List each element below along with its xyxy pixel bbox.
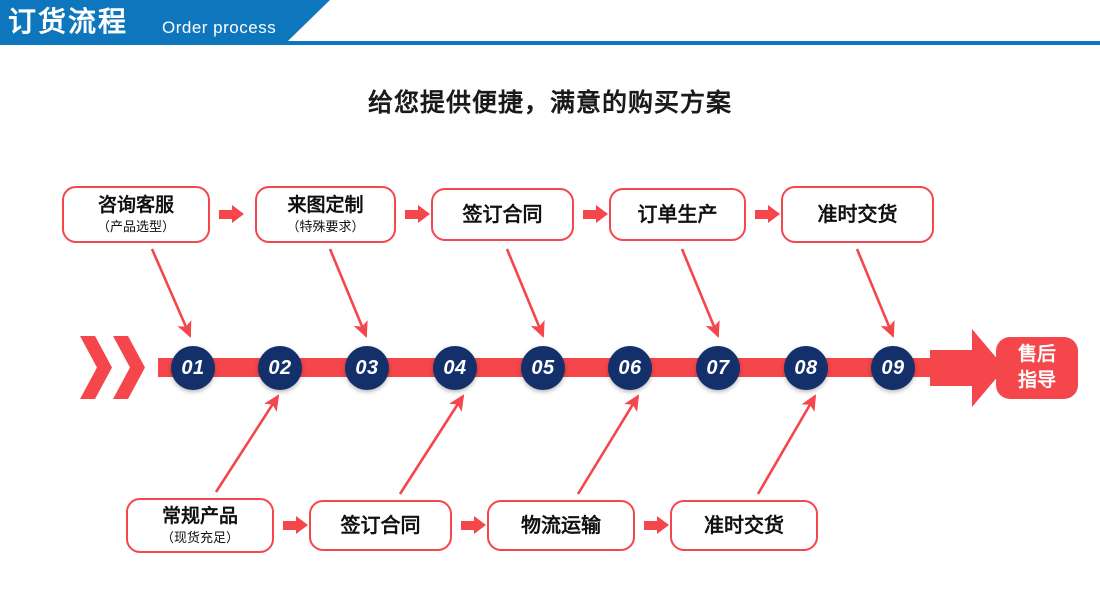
arrow-bottom4-to-node08-icon xyxy=(756,394,817,495)
bottom-step-2[interactable]: 签订合同 xyxy=(309,500,452,551)
bottom-step-3[interactable]: 物流运输 xyxy=(487,500,635,551)
after-sales-badge[interactable]: 售后 指导 xyxy=(996,337,1078,399)
bottom-step-4[interactable]: 准时交货 xyxy=(670,500,818,551)
timeline-end-arrow-icon xyxy=(930,329,1005,407)
header-title-en: Order process xyxy=(162,18,277,37)
bottom-connector-arrow-2-icon xyxy=(461,516,486,534)
header-banner-shape xyxy=(0,0,330,45)
top-connector-arrow-1-icon xyxy=(219,205,244,223)
arrow-top5-to-node09-icon xyxy=(855,248,895,338)
top-step-3[interactable]: 签订合同 xyxy=(431,188,574,241)
top-step-3-line1: 签订合同 xyxy=(462,203,543,226)
top-connector-arrow-2-icon xyxy=(405,205,430,223)
page-subtitle: 给您提供便捷，满意的购买方案 xyxy=(367,89,732,117)
top-step-2-line1: 来图定制 xyxy=(287,194,364,216)
top-step-1-line2: （产品选型） xyxy=(96,218,175,234)
top-step-4-line1: 订单生产 xyxy=(637,203,718,226)
arrow-top3-to-node05-icon xyxy=(505,248,545,338)
arrow-top4-to-node07-icon xyxy=(680,248,720,338)
timeline-node-03[interactable]: 03 xyxy=(345,346,389,390)
bottom-connector-arrow-3-icon xyxy=(644,516,669,534)
top-step-1[interactable]: 咨询客服 （产品选型） xyxy=(62,186,210,243)
arrow-top2-to-node03-icon xyxy=(328,248,368,338)
bottom-step-1-line2: （现货充足） xyxy=(160,529,239,545)
top-connector-arrow-4-icon xyxy=(755,205,780,223)
top-step-5-line1: 准时交货 xyxy=(817,203,898,226)
timeline-node-04[interactable]: 04 xyxy=(433,346,477,390)
bottom-step-1[interactable]: 常规产品 （现货充足） xyxy=(126,498,274,553)
top-step-1-line1: 咨询客服 xyxy=(97,194,174,216)
timeline-node-08[interactable]: 08 xyxy=(784,346,828,390)
top-step-4[interactable]: 订单生产 xyxy=(609,188,746,241)
bottom-step-1-line1: 常规产品 xyxy=(161,505,238,527)
arrow-bottom1-to-node02-icon xyxy=(214,394,280,493)
bottom-step-3-line1: 物流运输 xyxy=(521,514,601,537)
timeline-chevron-1-icon xyxy=(80,336,112,399)
timeline-node-01[interactable]: 01 xyxy=(171,346,215,390)
timeline-node-05[interactable]: 05 xyxy=(521,346,565,390)
after-sales-badge-line2: 指导 xyxy=(1017,370,1056,391)
header-divider-rule xyxy=(282,41,1100,45)
top-connector-arrow-3-icon xyxy=(583,205,608,223)
timeline-node-07[interactable]: 07 xyxy=(696,346,740,390)
timeline-node-02[interactable]: 02 xyxy=(258,346,302,390)
arrow-bottom3-to-node06-icon xyxy=(576,394,640,495)
bottom-step-4-line1: 准时交货 xyxy=(704,514,784,537)
timeline-chevron-2-icon xyxy=(113,336,145,399)
page-header: 订货流程 Order process xyxy=(0,0,1100,52)
top-step-2-line2: （特殊要求） xyxy=(286,218,365,234)
after-sales-badge-line1: 售后 xyxy=(1017,344,1056,365)
timeline-node-09[interactable]: 09 xyxy=(871,346,915,390)
top-step-2[interactable]: 来图定制 （特殊要求） xyxy=(255,186,396,243)
bottom-step-2-line1: 签订合同 xyxy=(340,514,421,537)
timeline-node-06[interactable]: 06 xyxy=(608,346,652,390)
bottom-connector-arrow-1-icon xyxy=(283,516,308,534)
arrow-bottom2-to-node04-icon xyxy=(398,394,465,495)
header-title-cn: 订货流程 xyxy=(8,6,129,37)
top-step-5[interactable]: 准时交货 xyxy=(781,186,934,243)
arrow-top1-to-node01-icon xyxy=(150,248,192,338)
